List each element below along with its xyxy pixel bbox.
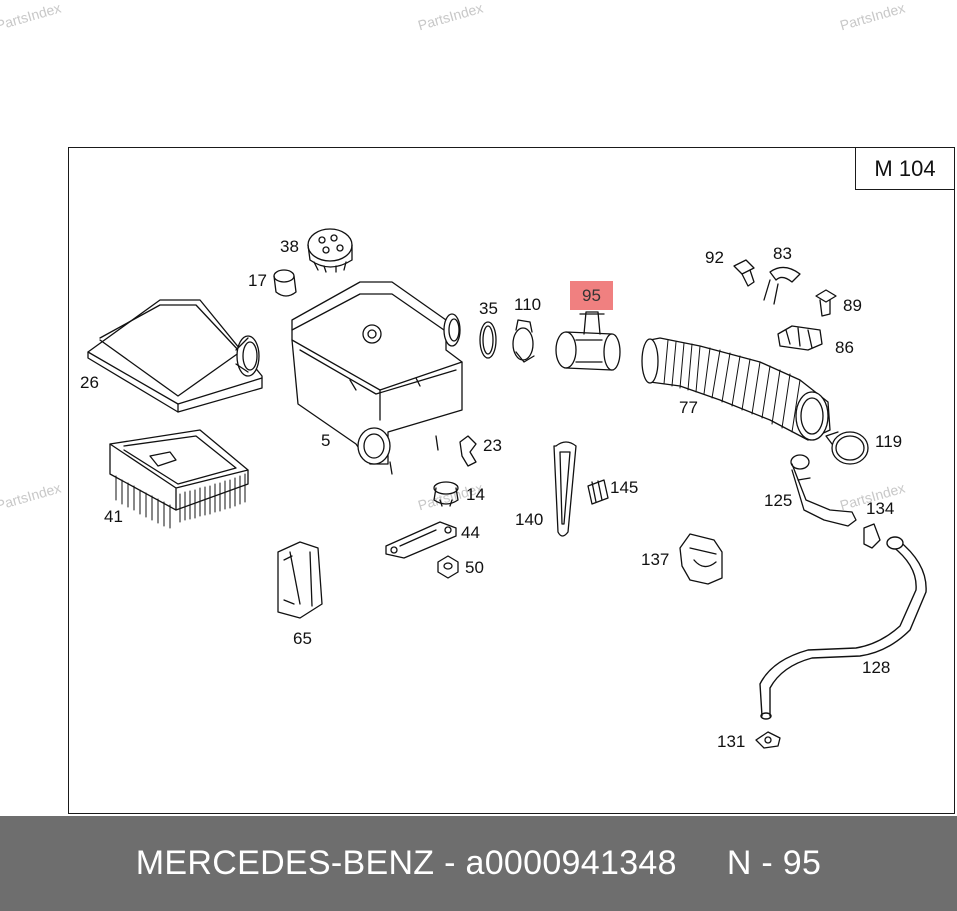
rubber-mount-drawing (433, 481, 459, 507)
air-mass-meter-drawing (555, 311, 621, 371)
footer-part-number: a0000941348 (465, 844, 677, 882)
air-cleaner-cover-drawing (87, 299, 263, 413)
callout-17[interactable]: 17 (248, 271, 267, 290)
connector-125-drawing (790, 454, 857, 527)
footer-brand: MERCEDES-BENZ (135, 844, 435, 882)
callout-137[interactable]: 137 (641, 550, 670, 569)
bolt-92-drawing (733, 259, 755, 287)
callout-35[interactable]: 35 (479, 299, 498, 318)
callout-38[interactable]: 38 (280, 237, 299, 256)
callout-92[interactable]: 92 (705, 248, 724, 267)
nut-50-drawing (437, 555, 459, 579)
bellow-145-drawing (587, 479, 609, 505)
clip-131-drawing (755, 731, 781, 749)
callout-5[interactable]: 5 (321, 431, 331, 450)
callout-95-highlighted[interactable]: 95 (570, 281, 613, 310)
callout-110[interactable]: 110 (514, 295, 542, 314)
cap-drawing (307, 228, 353, 273)
bracket-83-drawing (763, 266, 801, 305)
bolt-89-drawing (815, 289, 837, 317)
footer-position: N - 95 (726, 844, 822, 882)
callout-83[interactable]: 83 (773, 244, 792, 263)
clamp-119-drawing (825, 431, 869, 465)
callout-23[interactable]: 23 (483, 436, 502, 455)
air-cleaner-housing-drawing (291, 281, 463, 475)
bracket-137-drawing (679, 533, 723, 585)
callout-41[interactable]: 41 (104, 507, 123, 526)
callout-134[interactable]: 134 (866, 499, 895, 518)
callout-77[interactable]: 77 (679, 398, 698, 417)
callout-14[interactable]: 14 (466, 485, 485, 504)
model-tag: M 104 (855, 147, 955, 190)
callout-125[interactable]: 125 (764, 491, 793, 510)
callout-145[interactable]: 145 (610, 478, 639, 497)
seal-ring-drawing (479, 321, 497, 359)
cap-134-drawing (863, 523, 881, 549)
diagram-frame (68, 147, 955, 814)
filter-element-drawing (109, 429, 249, 529)
callout-26[interactable]: 26 (80, 373, 99, 392)
callout-89[interactable]: 89 (843, 296, 862, 315)
callout-86[interactable]: 86 (835, 338, 854, 357)
footer-bar: MERCEDES-BENZ - a0000941348 N - 95 (0, 816, 957, 911)
callout-128[interactable]: 128 (862, 658, 891, 677)
breather-hose-drawing (759, 536, 927, 720)
footer-separator: - (434, 844, 466, 882)
hose-clamp-drawing (512, 319, 535, 363)
callout-44[interactable]: 44 (461, 523, 480, 542)
clip-23-drawing (459, 435, 477, 467)
callout-131[interactable]: 131 (717, 732, 746, 751)
callout-119[interactable]: 119 (875, 432, 903, 451)
holder-86-drawing (777, 325, 823, 351)
duct-65-drawing (277, 541, 323, 619)
bracket-44-drawing (385, 521, 457, 559)
intake-hose-drawing (641, 337, 831, 441)
callout-140[interactable]: 140 (515, 510, 544, 529)
callout-50[interactable]: 50 (465, 558, 484, 577)
grommet-drawing (273, 269, 297, 297)
gasket-140-drawing (553, 441, 577, 537)
callout-65[interactable]: 65 (293, 629, 312, 648)
